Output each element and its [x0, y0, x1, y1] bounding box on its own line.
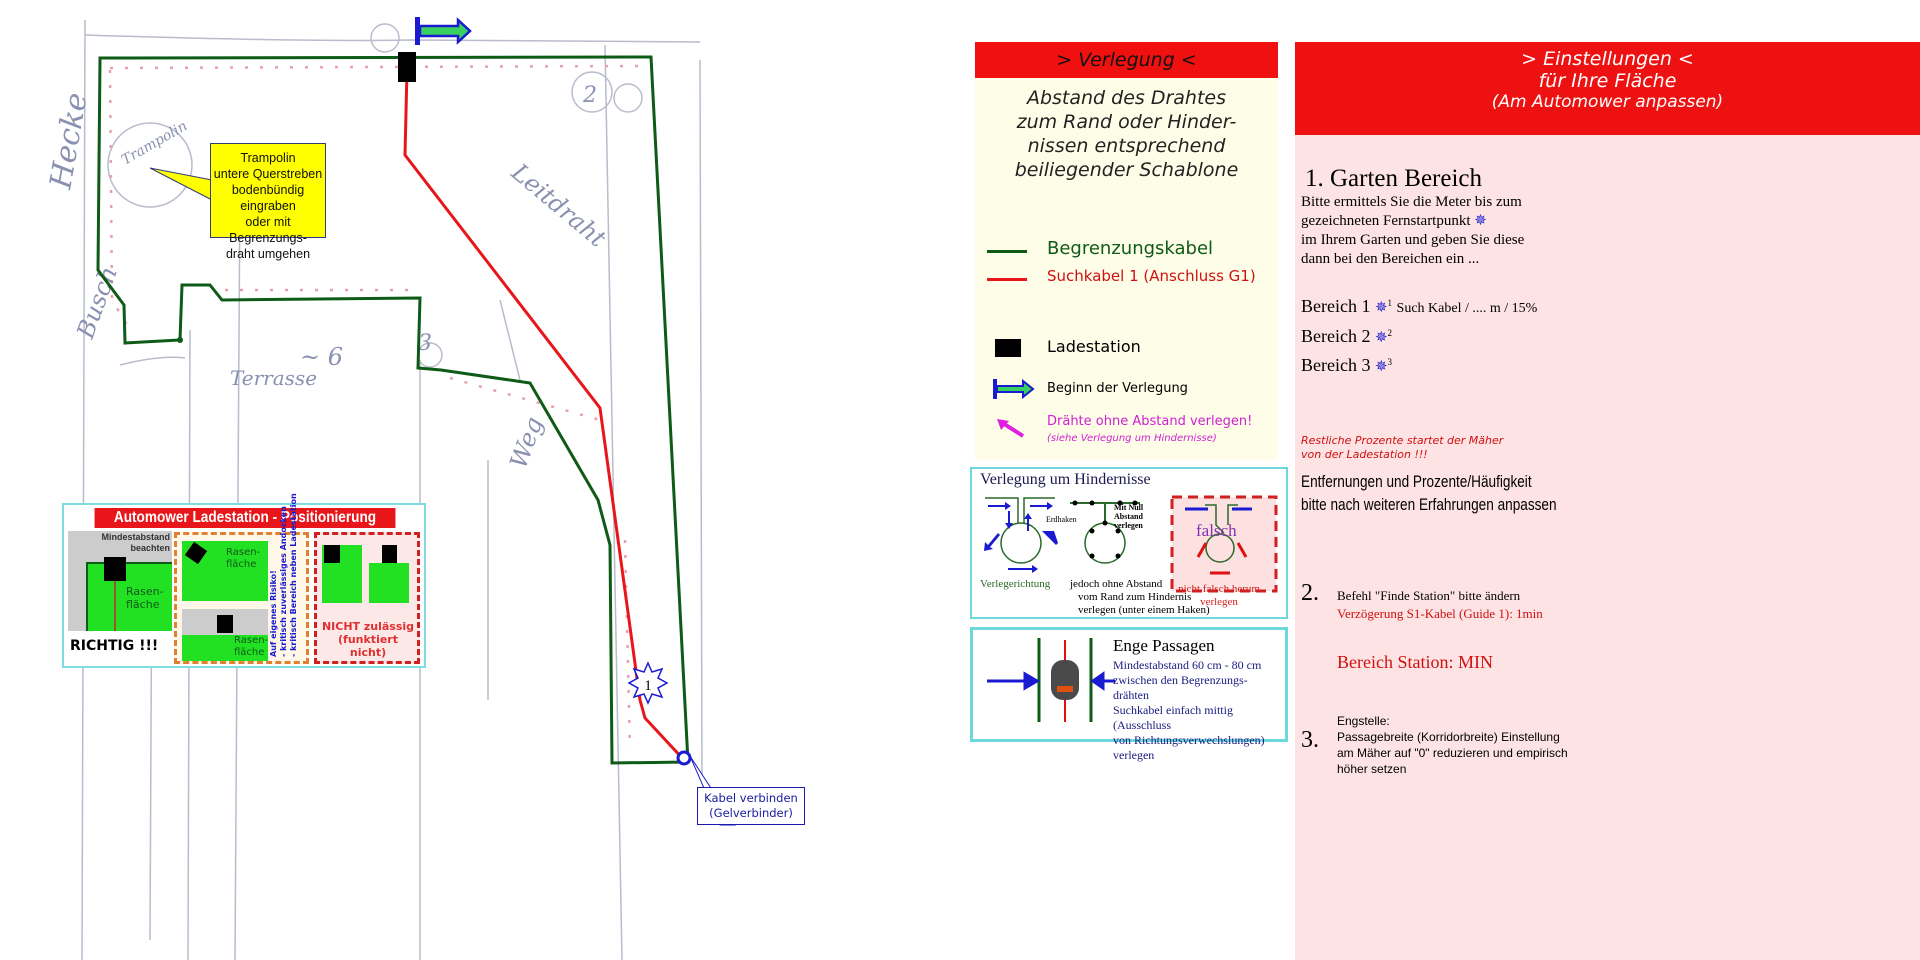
station-legend-icon	[995, 339, 1021, 357]
label-leitdraht: Leitdraht	[505, 158, 611, 253]
settings-header: > Einstellungen < für Ihre Fläche (Am Au…	[1295, 42, 1920, 135]
kabel-callout: Kabel verbinden(Gelverbinder)	[697, 787, 805, 825]
start-legend-icon	[993, 378, 1035, 400]
guide-wire	[403, 69, 686, 762]
station-positioning-panel: Automower Ladestation - Positionierung M…	[62, 493, 426, 668]
verlegung-header: > Verlegung <	[975, 42, 1278, 78]
obstacle-diagrams	[984, 495, 1278, 593]
sketch-lines	[81, 19, 703, 960]
magenta-arrow-icon	[997, 419, 1025, 438]
connector-icon	[676, 750, 692, 766]
charging-station-icon	[398, 52, 416, 82]
star-icon: ✵	[1474, 213, 1487, 229]
svg-text:1: 1	[644, 678, 652, 694]
area-item: Bereich 1 ✵1 Such Kabel / .... m / 15%	[1301, 296, 1538, 316]
narrow-passages-box: Enge Passagen Mindestabstand 60 cm - 80 …	[970, 627, 1288, 762]
area-list: Bereich 1 ✵1 Such Kabel / .... m / 15% B…	[1301, 291, 1537, 379]
area-item: Bereich 2 ✵2	[1301, 326, 1393, 346]
mower-passage-icon	[987, 638, 1115, 722]
area-item: Bereich 3 ✵3	[1301, 355, 1393, 375]
label-weg: Weg	[504, 413, 548, 472]
richtig-label: RICHTIG !!!	[70, 638, 159, 654]
label-trampolin: Trampolin	[119, 118, 190, 168]
section-1-title: 1. Garten Bereich	[1305, 165, 1483, 192]
obstacles-box: Verlegung um Hindernisse Verlegerichtung…	[970, 467, 1288, 619]
settings-body: 1. Garten Bereich Bitte ermittels Sie di…	[1295, 135, 1920, 960]
guide-line-icon	[987, 278, 1027, 281]
station-panel-title: Automower Ladestation - Positionierung	[94, 508, 396, 528]
boundary-line-icon	[987, 250, 1027, 253]
label-six: ~ 6	[300, 343, 343, 371]
dotted-edge	[108, 64, 641, 751]
label-terrasse: Terrasse	[230, 366, 317, 390]
label-busch: Busch	[71, 263, 123, 343]
label-three: 3	[418, 331, 432, 356]
label-two: 2	[582, 83, 597, 108]
label-hecke: Hecke	[43, 90, 94, 192]
boundary-wire	[96, 55, 690, 765]
start-arrow-icon	[415, 17, 472, 45]
remote-start-star-icon: 1	[627, 661, 669, 705]
garden-sketch: Hecke Busch Terrasse ~ 6 Leitdraht Weg 3…	[43, 17, 736, 960]
